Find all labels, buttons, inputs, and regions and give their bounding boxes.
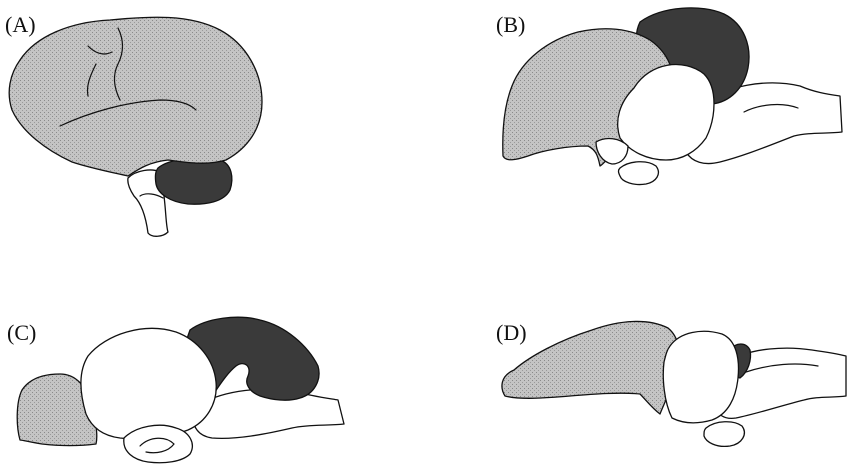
panel-d-label: (D)	[496, 320, 527, 345]
panel-c-hypothalamus	[124, 425, 193, 462]
panel-c-optic-tectum	[81, 328, 216, 438]
panel-a-cerebrum	[9, 17, 262, 176]
panel-b-label: (B)	[496, 12, 525, 37]
panel-d: (D)	[496, 320, 846, 446]
panel-a: (A)	[5, 12, 262, 236]
panel-d-pituitary	[704, 422, 744, 447]
panel-b: (B)	[496, 8, 842, 185]
panel-c: (C)	[7, 317, 344, 462]
panel-b-pituitary	[619, 162, 659, 185]
panel-d-cerebrum	[502, 321, 678, 414]
panel-d-midbrain	[663, 331, 738, 422]
panel-a-label: (A)	[5, 12, 36, 37]
panel-c-label: (C)	[7, 320, 36, 345]
panel-a-cerebellum	[155, 158, 231, 204]
